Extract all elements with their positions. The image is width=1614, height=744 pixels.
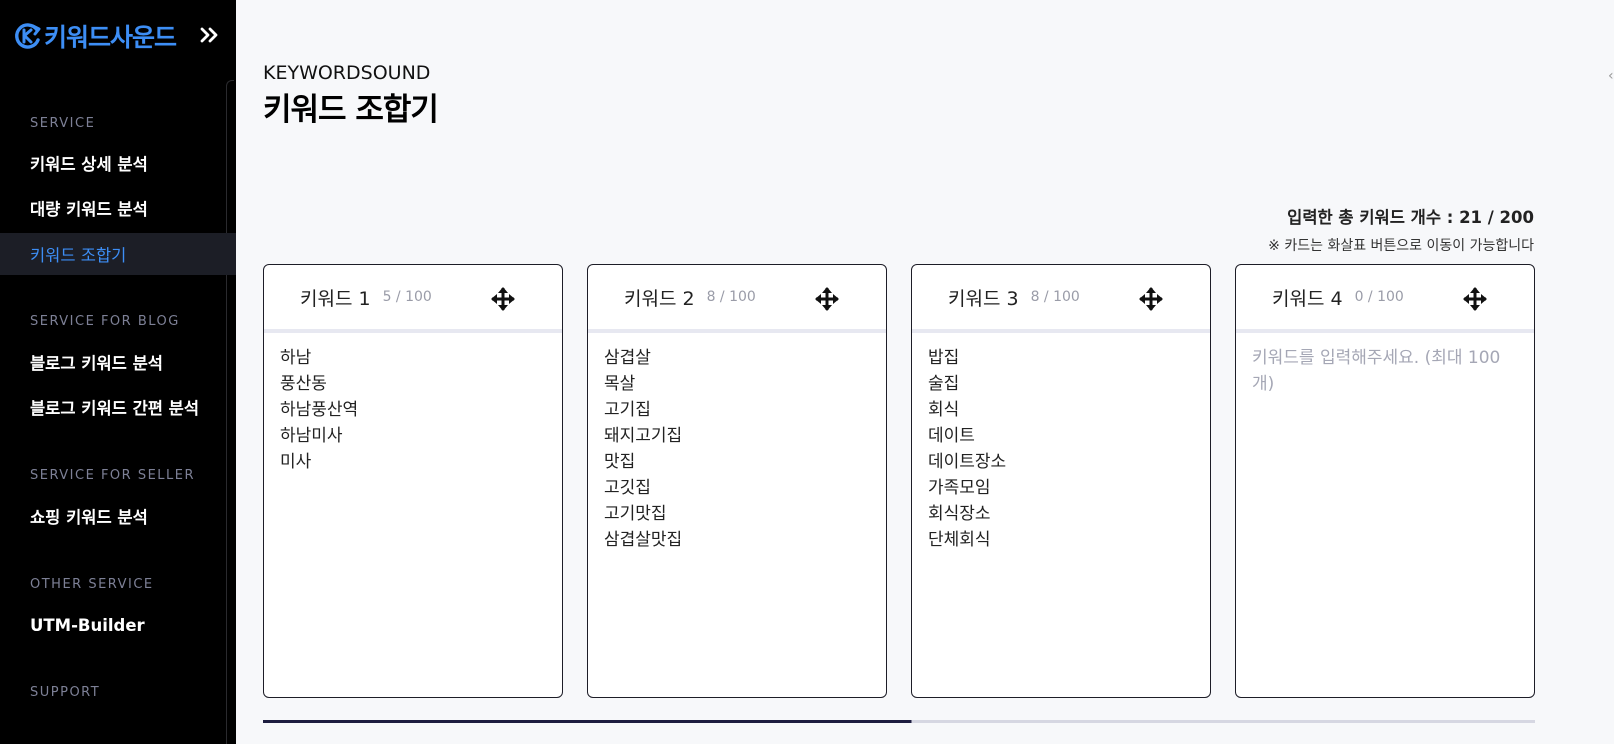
- card-header: 키워드 3 8 / 100: [912, 265, 1210, 333]
- card-title: 키워드 4: [1272, 287, 1343, 310]
- sidebar: 키워드사운드 SERVICE 키워드 상세 분석 대량 키워드 분석 키워드 조…: [0, 0, 236, 744]
- keyword-card-3: 키워드 3 8 / 100: [911, 264, 1211, 698]
- sidebar-item-bulk-keyword[interactable]: 대량 키워드 분석: [30, 200, 148, 219]
- move-arrows-icon[interactable]: [1462, 286, 1488, 312]
- bottom-divider: [263, 720, 1535, 723]
- sidebar-item-utm-builder[interactable]: UTM-Builder: [30, 615, 145, 635]
- card-header: 키워드 1 5 / 100: [264, 265, 562, 333]
- card-body: [912, 333, 1210, 695]
- logo[interactable]: 키워드사운드: [14, 18, 177, 54]
- move-arrows-icon[interactable]: [814, 286, 840, 312]
- sidebar-item-blog-keyword-simple[interactable]: 블로그 키워드 간편 분석: [30, 399, 200, 418]
- keyword-card-4: 키워드 4 0 / 100: [1235, 264, 1535, 698]
- section-service: SERVICE: [30, 116, 96, 131]
- section-support: SUPPORT: [30, 685, 101, 700]
- sidebar-item-keyword-combiner[interactable]: 키워드 조합기: [0, 233, 236, 275]
- card-title: 키워드 3: [948, 287, 1019, 310]
- keyword-input-2[interactable]: [604, 345, 870, 683]
- total-keyword-count: 입력한 총 키워드 개수 : 21 / 200: [1287, 208, 1534, 227]
- card-title: 키워드 1: [300, 287, 371, 310]
- section-service-for-blog: SERVICE FOR BLOG: [30, 314, 180, 329]
- card-header: 키워드 2 8 / 100: [588, 265, 886, 333]
- sidebar-item-shopping-keyword[interactable]: 쇼핑 키워드 분석: [30, 508, 148, 527]
- logo-text: 키워드사운드: [44, 23, 177, 52]
- move-arrows-icon[interactable]: [1138, 286, 1164, 312]
- move-hint-text: ※ 카드는 화살표 버튼으로 이동이 가능합니다: [1268, 238, 1534, 254]
- brand-label: KEYWORDSOUND: [263, 62, 431, 84]
- keyword-input-1[interactable]: [280, 345, 546, 683]
- card-count: 0 / 100: [1354, 289, 1404, 305]
- move-arrows-icon[interactable]: [490, 286, 516, 312]
- double-chevron-right-icon[interactable]: [198, 24, 220, 46]
- sidebar-scrollbar[interactable]: [226, 80, 234, 744]
- section-other-service: OTHER SERVICE: [30, 577, 154, 592]
- section-service-for-seller: SERVICE FOR SELLER: [30, 468, 196, 483]
- sidebar-item-blog-keyword[interactable]: 블로그 키워드 분석: [30, 354, 163, 373]
- chevron-left-icon[interactable]: ‹: [1608, 68, 1614, 84]
- card-body: [588, 333, 886, 695]
- sidebar-item-keyword-detail[interactable]: 키워드 상세 분석: [30, 155, 148, 174]
- card-count: 5 / 100: [382, 289, 432, 305]
- card-count: 8 / 100: [1030, 289, 1080, 305]
- card-header: 키워드 4 0 / 100: [1236, 265, 1534, 333]
- keyword-input-3[interactable]: [928, 345, 1194, 683]
- card-body: [1236, 333, 1534, 695]
- card-title: 키워드 2: [624, 287, 695, 310]
- keyword-input-4[interactable]: [1252, 345, 1518, 683]
- card-body: [264, 333, 562, 695]
- keyword-card-1: 키워드 1 5 / 100: [263, 264, 563, 698]
- page-title: 키워드 조합기: [263, 92, 439, 128]
- keyword-card-2: 키워드 2 8 / 100: [587, 264, 887, 698]
- card-count: 8 / 100: [706, 289, 756, 305]
- refresh-k-icon: [14, 22, 42, 50]
